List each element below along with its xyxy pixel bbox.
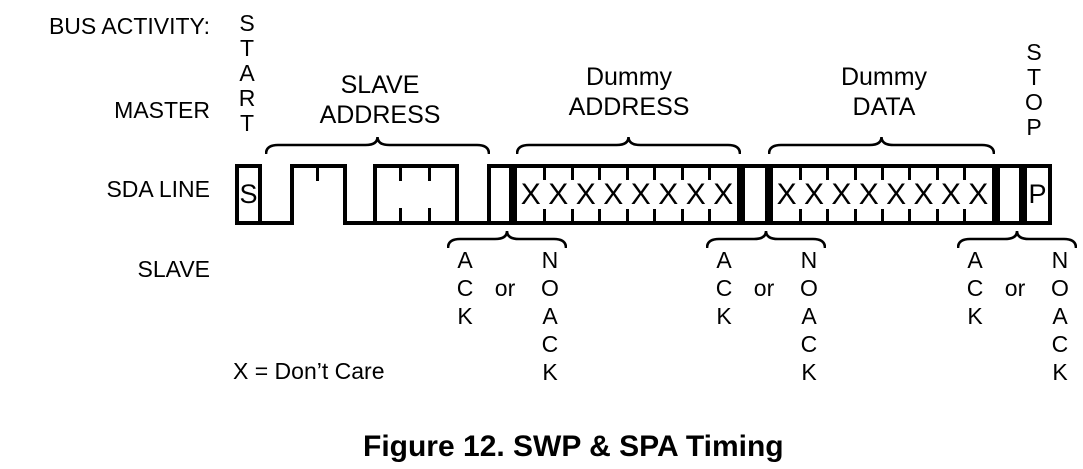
bit-cell: X [520, 177, 541, 211]
bit-cell: X [776, 177, 797, 211]
bit-cell: X [908, 168, 937, 221]
dummy-data-label-line2: DATA [852, 93, 916, 121]
sda-rail-segment [457, 221, 489, 225]
bit-cell: X [853, 168, 882, 221]
bit-cell: X [708, 168, 738, 221]
slave-address-label-line2: ADDRESS [319, 101, 441, 129]
bit-tick [428, 208, 431, 221]
bit-cell: X [570, 168, 600, 221]
slave-address-label-line1: SLAVE [340, 71, 420, 99]
ack-slot-3-box [996, 164, 1023, 225]
ack-brace-2 [706, 230, 826, 248]
dummy-data-brace [768, 136, 995, 154]
start-condition-box: S [235, 164, 262, 225]
figure-caption: Figure 12. SWP & SPA Timing [363, 430, 784, 463]
stop-symbol: P [1028, 179, 1047, 209]
dummy-address-label-line1: Dummy [585, 63, 673, 91]
ack-slot-1-box [487, 164, 513, 225]
stop-condition-box: P [1023, 164, 1052, 225]
dummy-address-label-line2: ADDRESS [568, 93, 690, 121]
or-label: or [494, 275, 516, 301]
bit-tick [428, 168, 431, 181]
bit-cell: X [625, 168, 655, 221]
dont-care-note: X = Don’t Care [233, 358, 385, 384]
slave-label: SLAVE [137, 256, 210, 282]
master-label: MASTER [114, 97, 210, 123]
dummy-address-label: Dummy ADDRESS [519, 62, 739, 122]
dummy-data-label-line1: Dummy [840, 63, 928, 91]
ack-brace-1 [447, 230, 567, 248]
sda-rail-segment [345, 221, 375, 225]
slave-address-label: SLAVE ADDRESS [270, 70, 490, 130]
or-label: or [753, 275, 775, 301]
or-label: or [1004, 275, 1026, 301]
bit-cell: X [680, 168, 710, 221]
bit-cell: X [880, 168, 910, 221]
ack-brace-3 [957, 230, 1077, 248]
bit-tick [399, 208, 402, 221]
bit-cell: X [598, 168, 628, 221]
sda-rail-segment [260, 221, 292, 225]
bit-cell: X [963, 168, 992, 221]
bit-cell: X [543, 168, 573, 221]
bit-tick [316, 168, 319, 181]
start-symbol: S [239, 179, 258, 209]
dummy-address-brace [516, 136, 741, 154]
slave-address-brace [265, 136, 490, 154]
bit-cell: X [798, 168, 827, 221]
slave-address-bits-box [373, 164, 459, 225]
bit-cell: X [935, 168, 964, 221]
bit-cell: X [653, 168, 683, 221]
bit-cell: X [826, 168, 855, 221]
dummy-data-label: Dummy DATA [774, 62, 994, 122]
bit-tick [399, 168, 402, 181]
sda-line-label: SDA LINE [106, 176, 210, 202]
ack-slot-2-box [741, 164, 769, 225]
bus-activity-label: BUS ACTIVITY: [48, 13, 210, 39]
